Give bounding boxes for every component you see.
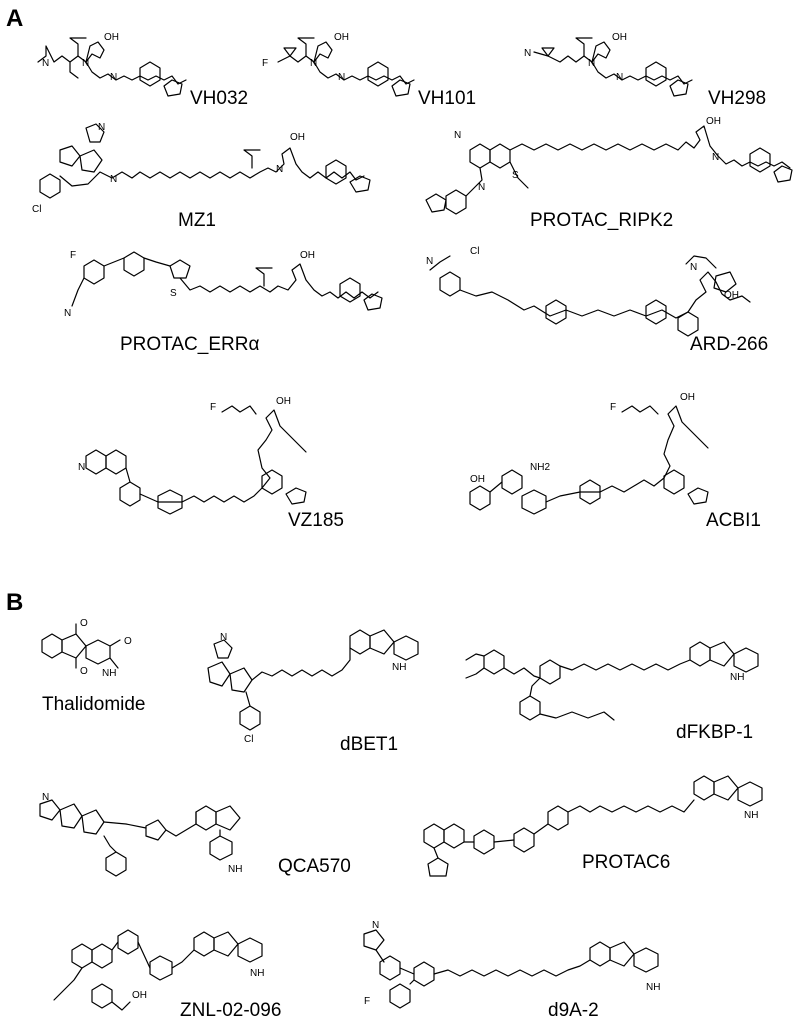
svg-text:OH: OH (132, 990, 147, 1001)
name-qca570: QCA570 (278, 856, 351, 877)
svg-text:N: N (110, 174, 117, 185)
name-protac-erra: PROTAC_ERRα (120, 334, 259, 355)
structure-mz1: Cl N N N OH (32, 122, 371, 215)
name-znl-02-096: ZNL-02-096 (180, 1000, 281, 1021)
structure-znl-02-096: NH OH (53, 929, 264, 1011)
svg-text:Cl: Cl (244, 734, 253, 745)
panel-label-b: B (6, 589, 23, 616)
svg-text:N: N (478, 182, 485, 193)
svg-text:N: N (98, 122, 105, 133)
structure-vz185: N F OH (78, 396, 307, 515)
structure-d9a-2: N F NH (363, 920, 660, 1009)
name-acbi1: ACBI1 (706, 510, 761, 531)
name-mz1: MZ1 (178, 210, 216, 231)
svg-text:N: N (78, 462, 85, 473)
name-d9a-2: d9A-2 (548, 1000, 599, 1021)
svg-text:N: N (690, 262, 697, 273)
svg-text:OH: OH (334, 32, 349, 43)
svg-text:N: N (454, 130, 461, 141)
name-ard-266: ARD-266 (690, 334, 768, 355)
svg-text:S: S (512, 170, 519, 181)
name-vh298: VH298 (708, 88, 766, 109)
structure-protac6: NH (423, 775, 763, 877)
name-dbet1: dBET1 (340, 734, 398, 755)
svg-text:N: N (276, 164, 283, 175)
svg-text:OH: OH (104, 32, 119, 43)
svg-text:N: N (310, 58, 317, 69)
name-protac6: PROTAC6 (582, 852, 670, 873)
structure-ard-266: N Cl OH N (426, 246, 751, 337)
svg-text:N: N (338, 72, 345, 83)
svg-text:OH: OH (470, 474, 485, 485)
structure-protac-erra: F N S OH (64, 250, 383, 319)
svg-text:N: N (712, 152, 719, 163)
structure-thalidomide: O O O NH (41, 618, 132, 679)
svg-text:N: N (64, 308, 71, 319)
structure-vh101: F N OH N (262, 32, 415, 97)
structure-qca570: N NH (39, 792, 242, 877)
svg-text:NH: NH (744, 810, 758, 821)
name-vh032: VH032 (190, 88, 248, 109)
svg-text:NH: NH (730, 672, 744, 683)
svg-text:O: O (80, 666, 88, 677)
svg-text:NH2: NH2 (530, 462, 550, 473)
name-thalidomide: Thalidomide (42, 694, 146, 715)
structure-acbi1: OH NH2 F OH (469, 392, 709, 515)
svg-text:O: O (80, 618, 88, 629)
svg-text:OH: OH (612, 32, 627, 43)
svg-text:N: N (82, 58, 89, 69)
svg-text:OH: OH (706, 116, 721, 127)
svg-text:N: N (42, 792, 49, 803)
svg-text:NH: NH (250, 968, 264, 979)
name-protac-ripk2: PROTAC_RIPK2 (530, 210, 673, 231)
svg-text:F: F (210, 402, 216, 413)
svg-text:N: N (42, 58, 49, 69)
svg-text:O: O (124, 636, 132, 647)
svg-text:F: F (70, 250, 76, 261)
structure-protac-ripk2: N N S OH N (425, 116, 793, 215)
svg-text:OH: OH (724, 290, 739, 301)
name-vz185: VZ185 (288, 510, 344, 531)
svg-text:N: N (426, 256, 433, 267)
name-dfkbp-1: dFKBP-1 (676, 722, 753, 743)
structure-dfkbp-1: NH (465, 641, 759, 721)
svg-text:S: S (170, 288, 177, 299)
structure-vh032: N N OH N (37, 32, 187, 97)
svg-text:OH: OH (300, 250, 315, 261)
svg-text:Cl: Cl (470, 246, 479, 257)
svg-text:OH: OH (276, 396, 291, 407)
name-vh101: VH101 (418, 88, 476, 109)
svg-text:N: N (588, 58, 595, 69)
svg-text:OH: OH (680, 392, 695, 403)
svg-text:NH: NH (392, 662, 406, 673)
svg-text:N: N (372, 920, 379, 931)
svg-text:F: F (262, 58, 268, 69)
structure-vh298: N N OH N (524, 32, 693, 97)
svg-text:OH: OH (290, 132, 305, 143)
svg-text:NH: NH (646, 982, 660, 993)
svg-text:F: F (610, 402, 616, 413)
svg-text:N: N (616, 72, 623, 83)
svg-text:N: N (220, 632, 227, 643)
svg-text:NH: NH (102, 668, 116, 679)
svg-text:F: F (364, 996, 370, 1007)
svg-text:N: N (110, 72, 117, 83)
svg-text:N: N (524, 48, 531, 59)
svg-text:Cl: Cl (32, 204, 41, 215)
panel-label-a: A (6, 5, 23, 32)
svg-text:NH: NH (228, 864, 242, 875)
structure-dbet1: Cl N NH (207, 629, 419, 745)
